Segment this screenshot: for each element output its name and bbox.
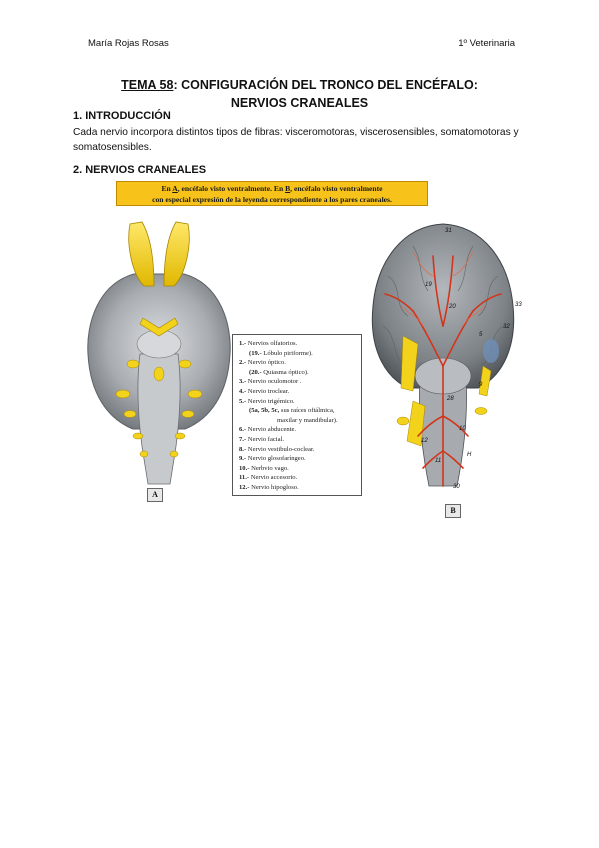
legend-item: 8.- Nervio vestibulo-coclear. — [239, 445, 315, 453]
svg-text:30: 30 — [453, 484, 460, 490]
legend-item: 11.- Nervio accesorio. — [239, 474, 298, 482]
panel-label-b: B — [445, 504, 461, 518]
legend-item: 1.- Nervios olfatorios. — [239, 340, 298, 347]
figure-caption-banner: En A, encéfalo visto ventralmente. En B,… — [116, 181, 428, 206]
svg-text:5: 5 — [479, 332, 483, 338]
brain-illustration-b: 31 33 32 19 20 5 28 9 11 12 30 10 H — [371, 223, 522, 490]
svg-text:H: H — [467, 452, 472, 458]
legend-item: 6.- Nervio abducente. — [239, 426, 297, 434]
topic-number: TEMA 58 — [121, 78, 174, 92]
panel-label-a: A — [147, 488, 163, 502]
legend-item: 3.- Nervio oculomotor . — [239, 378, 302, 386]
legend-item: (5a, 5b, 5c, sus raíces oftálmica, — [249, 407, 335, 415]
svg-text:33: 33 — [515, 302, 522, 308]
brain-illustration-a — [87, 221, 231, 485]
title-line2: NERVIOS CRANEALES — [230, 96, 369, 110]
title-line1: : CONFIGURACIÓN DEL TRONCO DEL ENCÉFALO: — [173, 78, 478, 92]
svg-text:32: 32 — [503, 324, 510, 330]
section-heading-cranial-nerves: 2. NERVIOS CRANEALES — [73, 164, 207, 176]
svg-text:20: 20 — [448, 304, 456, 310]
svg-text:31: 31 — [445, 228, 452, 234]
legend-item: (20.- Quiasma óptico). — [249, 368, 309, 376]
legend-item: 7.- Nervio facial. — [239, 435, 285, 443]
legend-item: 12.- Nervio hipogloso. — [239, 483, 299, 491]
svg-text:19: 19 — [425, 282, 432, 288]
section-text-intro: Cada nervio incorpora distintos tipos de… — [73, 127, 519, 153]
header-course: 1º Veterinaria — [458, 38, 515, 49]
svg-text:12: 12 — [421, 438, 428, 444]
section-heading-intro: 1. INTRODUCCIÓN — [73, 110, 171, 122]
legend-item: 4.- Nervio troclear. — [239, 387, 290, 395]
svg-text:10: 10 — [459, 426, 466, 432]
legend-item: (19.- Lóbulo piriforme). — [249, 349, 313, 357]
svg-text:11: 11 — [435, 458, 441, 464]
legend-item: 9.- Nervio glosofaríngeo. — [239, 455, 306, 463]
cranial-nerves-legend: 1.- Nervios olfatorios. (19.- Lóbulo piri… — [232, 334, 362, 496]
legend-item: maxilar y mandibular). — [277, 416, 338, 424]
legend-item: 2.- Nervio óptico. — [239, 359, 286, 367]
svg-text:9: 9 — [479, 382, 483, 388]
header-author: María Rojas Rosas — [88, 38, 169, 49]
legend-item: 10.- Nerbvio vago. — [239, 464, 289, 472]
page-title: TEMA 58: CONFIGURACIÓN DEL TRONCO DEL EN… — [0, 76, 599, 112]
legend-item: 5.- Nervio trigémico. — [239, 397, 295, 405]
svg-text:28: 28 — [446, 396, 454, 402]
